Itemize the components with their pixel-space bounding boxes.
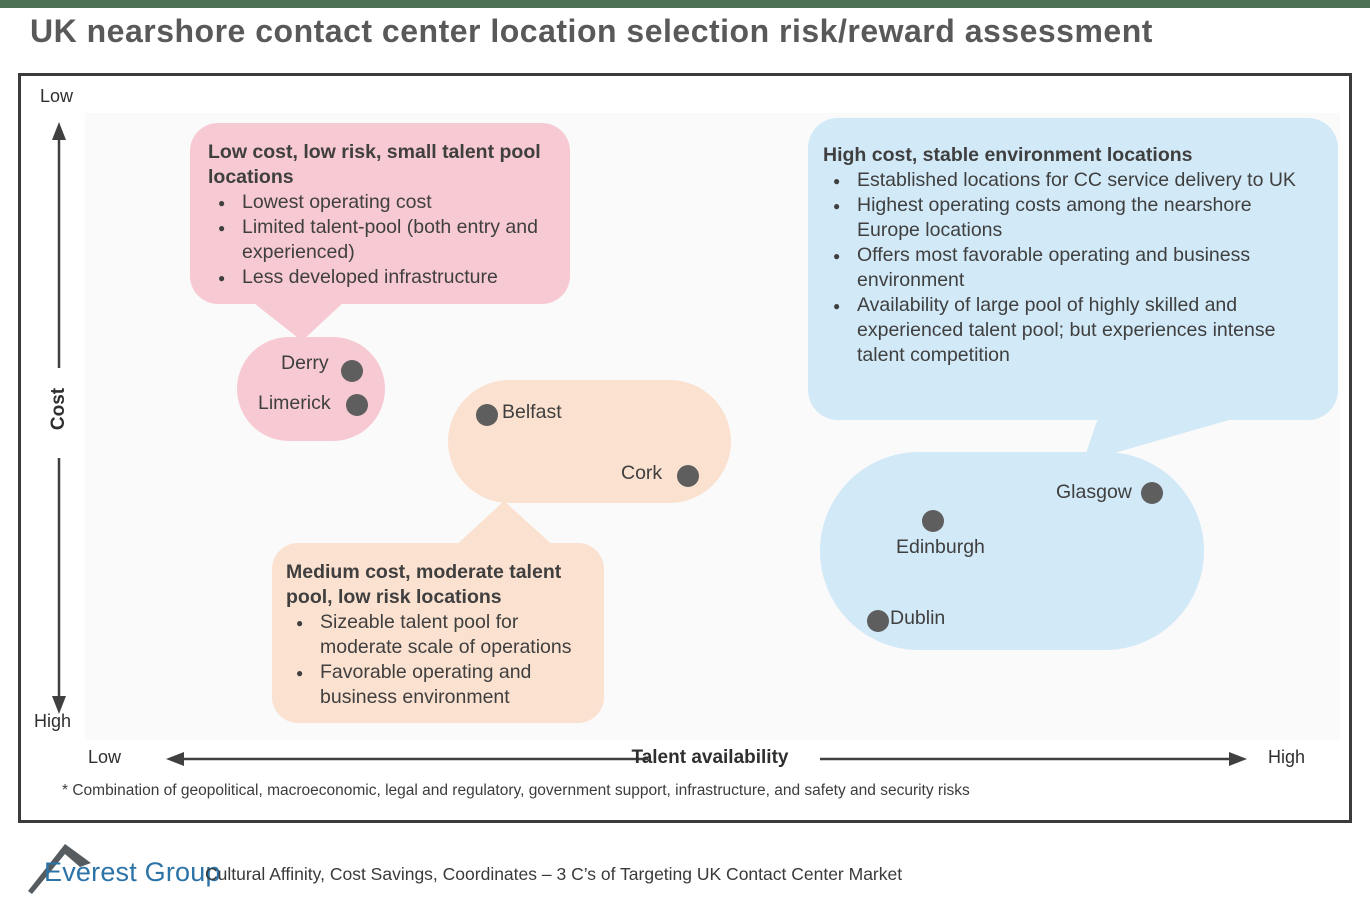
data-point-glasgow — [1141, 482, 1163, 504]
callout-title: High cost, stable environment locations — [823, 144, 1193, 166]
callout-bullet: Limited talent-pool (both entry and expe… — [208, 215, 550, 265]
city-label-derry: Derry — [281, 352, 329, 374]
city-label-cork: Cork — [621, 462, 663, 484]
callout-bullet: Offers most favorable operating and busi… — [823, 243, 1316, 293]
callout-medium-cost: Medium cost, moderate talent pool, low r… — [272, 543, 604, 723]
everest-group-logo-icon — [28, 844, 91, 894]
callout-bullet: Lowest operating cost — [208, 190, 550, 216]
city-label-edinburgh: Edinburgh — [896, 536, 985, 558]
data-point-cork — [677, 465, 699, 487]
y-axis-bottom-label: High — [34, 711, 72, 731]
brand-name: Everest Group — [44, 857, 221, 887]
callout-bullet: Availability of large pool of highly ski… — [823, 293, 1316, 368]
city-label-dublin: Dublin — [890, 607, 946, 629]
data-point-limerick — [346, 394, 368, 416]
callout-bullet: Favorable operating and business environ… — [286, 660, 586, 710]
data-point-derry — [341, 360, 363, 382]
top-accent-bar — [0, 0, 1370, 8]
data-point-belfast — [476, 404, 498, 426]
x-axis-left-label: Low — [88, 747, 122, 767]
data-point-edinburgh — [922, 510, 944, 532]
callout-high-cost-stable: High cost, stable environment locations … — [808, 118, 1338, 420]
x-axis-title: Talent availability — [631, 747, 789, 768]
footer-tagline: Cultural Affinity, Cost Savings, Coordin… — [205, 864, 903, 884]
page-title: UK nearshore contact center location sel… — [30, 13, 1153, 49]
footnote: * Combination of geopolitical, macroecon… — [62, 782, 970, 799]
x-axis-right-label: High — [1268, 747, 1306, 767]
callout-bullet: Highest operating costs among the nearsh… — [823, 193, 1316, 243]
cluster-bubble-pink — [237, 337, 385, 441]
y-axis-title: Cost — [48, 387, 69, 431]
city-label-belfast: Belfast — [502, 401, 562, 423]
callout-bullet: Sizeable talent pool for moderate scale … — [286, 610, 586, 660]
callout-bullet: Less developed infrastructure — [208, 265, 550, 291]
y-axis-top-label: Low — [40, 86, 74, 106]
data-point-dublin — [867, 610, 889, 632]
callout-title: Low cost, low risk, small talent pool lo… — [208, 141, 541, 188]
callout-bullet: Established locations for CC service del… — [823, 168, 1316, 194]
city-label-limerick: Limerick — [258, 392, 331, 414]
callout-title: Medium cost, moderate talent pool, low r… — [286, 561, 562, 608]
city-label-glasgow: Glasgow — [1056, 481, 1132, 503]
callout-low-cost-low-risk: Low cost, low risk, small talent pool lo… — [190, 123, 570, 304]
